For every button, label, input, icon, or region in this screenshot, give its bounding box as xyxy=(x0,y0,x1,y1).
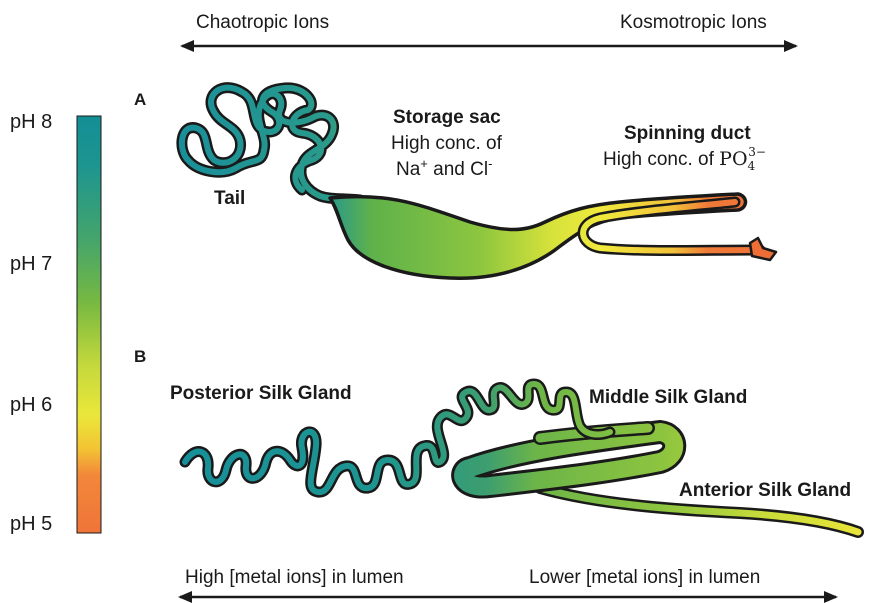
cl-charge: - xyxy=(488,156,492,171)
panel-b-letter: B xyxy=(134,347,146,366)
po-symbol: PO xyxy=(719,148,747,170)
ph7-tick: pH 7 xyxy=(10,253,52,275)
middle-gland-label: Middle Silk Gland xyxy=(589,387,747,408)
ph-color-scale xyxy=(77,116,101,533)
kosmotropic-label: Kosmotropic Ions xyxy=(620,12,767,33)
storage-sac-title: Storage sac xyxy=(393,107,501,128)
spinning-duct-line: High conc. of PO43− xyxy=(603,145,766,173)
and-cl-text: and Cl xyxy=(428,159,488,180)
storage-sac-line2: Na+ and Cl- xyxy=(396,156,492,180)
po-subscript: 4 xyxy=(748,159,756,173)
posterior-gland-label: Posterior Silk Gland xyxy=(170,383,352,404)
ph6-tick: pH 6 xyxy=(10,394,52,416)
chaotropic-label: Chaotropic Ions xyxy=(196,12,329,33)
lower-metal-label: Lower [metal ions] in lumen xyxy=(529,567,760,588)
anterior-gland-label: Anterior Silk Gland xyxy=(679,480,851,501)
po-superscript: 3− xyxy=(748,145,766,159)
spinning-duct-line1: High conc. of xyxy=(603,149,719,170)
ph5-tick: pH 5 xyxy=(10,513,52,535)
ph8-tick: pH 8 xyxy=(10,111,52,133)
na-charge: + xyxy=(420,156,428,171)
storage-sac-line1: High conc. of xyxy=(391,133,503,154)
tail-label: Tail xyxy=(214,188,245,209)
spinning-duct-title: Spinning duct xyxy=(624,123,751,144)
high-metal-label: High [metal ions] in lumen xyxy=(185,567,404,588)
na-symbol: Na xyxy=(396,159,421,180)
panel-a-letter: A xyxy=(134,90,146,109)
silkworm-silk-gland xyxy=(185,384,858,532)
